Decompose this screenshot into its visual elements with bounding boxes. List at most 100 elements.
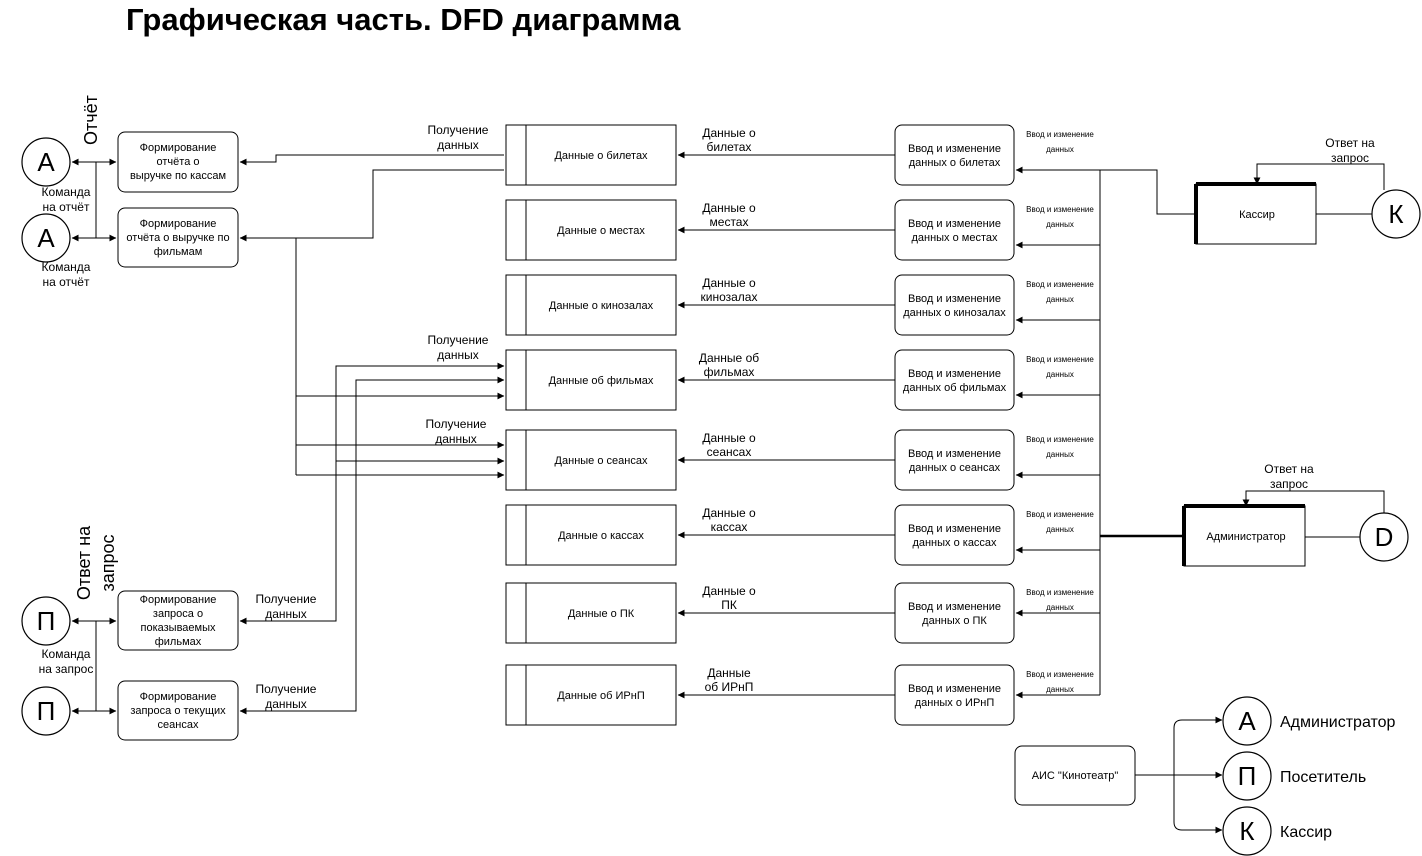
edit-process-label: Ввод и изменение bbox=[908, 523, 1001, 535]
process-label: фильмах bbox=[155, 636, 202, 648]
edit-flow-label: Ввод и изменение bbox=[1026, 588, 1094, 597]
edit-flow-label: Ввод и изменение bbox=[1026, 670, 1094, 679]
data-store: Данные о местах bbox=[505, 199, 677, 261]
retrieval-label: Получение bbox=[428, 123, 489, 137]
process-query-films: Формирование запроса о показываемых филь… bbox=[117, 590, 239, 651]
edit-process: Ввод и изменение данных о билетах bbox=[894, 124, 1015, 186]
process-query-sessions: Формирование запроса о текущих сеансах bbox=[117, 680, 239, 741]
cashier-circle: К bbox=[1371, 189, 1421, 239]
left-retrieval-flows bbox=[239, 154, 505, 715]
process-label: отчёта о выручке по bbox=[126, 232, 229, 244]
store-flow-label: Данные bbox=[707, 666, 751, 680]
edit-process-label: данных о билетах bbox=[909, 157, 1001, 169]
process-label: Формирование bbox=[140, 142, 217, 154]
retrieval-label: Получение bbox=[426, 417, 487, 431]
store-flow-label: Данные о bbox=[702, 431, 756, 445]
answer-label-line1: Ответ на bbox=[74, 525, 94, 600]
edit-flow-label: Ввод и изменение bbox=[1026, 280, 1094, 289]
data-store: Данные об фильмах bbox=[505, 349, 677, 411]
legend-label: Администратор bbox=[1280, 714, 1396, 731]
edit-process-label: Ввод и изменение bbox=[908, 683, 1001, 695]
cashier-entity-box: Кассир bbox=[1194, 182, 1317, 245]
process-label: запроса о bbox=[153, 608, 203, 620]
edit-flow-label: Ввод и изменение bbox=[1026, 205, 1094, 214]
legend-letter: К bbox=[1239, 816, 1254, 846]
edit-process-label: данных о кассах bbox=[912, 537, 997, 549]
process-report-films: Формирование отчёта о выручке по фильмам bbox=[117, 207, 239, 268]
data-store: Данные о кассах bbox=[505, 504, 677, 566]
admin-answer-flow bbox=[1242, 490, 1385, 513]
store-flow-label: Данные о bbox=[702, 276, 756, 290]
edit-process-label: Ввод и изменение bbox=[908, 601, 1001, 613]
edit-process-label: данных о местах bbox=[911, 232, 998, 244]
edit-flow-label: Ввод и изменение bbox=[1026, 435, 1094, 444]
cashier-answer-flow bbox=[1253, 163, 1385, 190]
retrieval-label: данных bbox=[435, 432, 477, 446]
process-label: сеансах bbox=[158, 719, 199, 731]
edit-process-label: данных о ИРнП bbox=[915, 697, 995, 709]
command-label: Команда bbox=[42, 647, 91, 661]
legend-item-admin: А Администратор bbox=[1222, 696, 1396, 746]
process-label: выручке по кассам bbox=[130, 170, 226, 182]
page-title: Графическая часть. DFD диаграмма bbox=[126, 2, 681, 37]
admin-label: Администратор bbox=[1206, 531, 1285, 543]
process-label: Формирование bbox=[140, 691, 217, 703]
edit-process: Ввод и изменение данных о кассах bbox=[894, 504, 1015, 566]
store-flow-label: Данные о bbox=[702, 126, 756, 140]
edit-flow-label: Ввод и изменение bbox=[1026, 130, 1094, 139]
store-flow-label: Данные о bbox=[702, 201, 756, 215]
entity-letter: А bbox=[37, 223, 55, 253]
data-store-label: Данные о кинозалах bbox=[549, 300, 654, 312]
store-flow-label: об ИРнП bbox=[705, 680, 754, 694]
process-label: Формирование bbox=[140, 218, 217, 230]
data-store-label: Данные о билетах bbox=[554, 150, 648, 162]
store-flow-label: Данные об bbox=[699, 351, 759, 365]
legend-connectors bbox=[1135, 716, 1223, 834]
edit-flow-label: данных bbox=[1046, 370, 1074, 379]
retrieval-label: данных bbox=[437, 138, 479, 152]
command-label: на отчёт bbox=[43, 200, 90, 214]
edit-process-label: Ввод и изменение bbox=[908, 368, 1001, 380]
edit-process-label: данных об фильмах bbox=[903, 382, 1007, 394]
legend-letter: П bbox=[1238, 761, 1257, 791]
admin-answer-label: запрос bbox=[1270, 477, 1308, 491]
command-label: Команда bbox=[42, 185, 91, 199]
process-label: показываемых bbox=[141, 622, 216, 634]
edit-process-label: Ввод и изменение bbox=[908, 143, 1001, 155]
process-label: Формирование bbox=[140, 594, 217, 606]
edit-flow-label: Ввод и изменение bbox=[1026, 510, 1094, 519]
edit-flow-label: данных bbox=[1046, 525, 1074, 534]
data-store-label: Данные о кассах bbox=[558, 530, 644, 542]
answer-label-line2: запрос bbox=[98, 534, 118, 591]
edit-flow-label: Ввод и изменение bbox=[1026, 355, 1094, 364]
data-store: Данные о ПК bbox=[505, 582, 677, 644]
data-store: Данные о билетах bbox=[505, 124, 677, 186]
process-report-cashbox: Формирование отчёта о выручке по кассам bbox=[117, 131, 239, 193]
retrieval-label: данных bbox=[265, 697, 307, 711]
store-flow-label: фильмах bbox=[704, 365, 755, 379]
retrieval-label: Получение bbox=[256, 682, 317, 696]
entity-letter: П bbox=[37, 606, 56, 636]
edit-process: Ввод и изменение данных о ИРнП bbox=[894, 664, 1015, 726]
entity-visitor-2: П bbox=[21, 686, 71, 736]
legend-label: Посетитель bbox=[1280, 769, 1366, 786]
retrieval-label: данных bbox=[437, 348, 479, 362]
legend-item-visitor: П Посетитель bbox=[1222, 751, 1366, 801]
edit-process-label: данных о ПК bbox=[922, 615, 987, 627]
cashier-answer-label: Ответ на bbox=[1325, 136, 1375, 150]
edit-process-label: Ввод и изменение bbox=[908, 448, 1001, 460]
legend-system-box: АИС "Кинотеатр" bbox=[1014, 745, 1136, 806]
command-label: на отчёт bbox=[43, 275, 90, 289]
data-store: Данные о кинозалах bbox=[505, 274, 677, 336]
store-flow-label: местах bbox=[710, 215, 749, 229]
entity-letter: П bbox=[37, 696, 56, 726]
legend-system-label: АИС "Кинотеатр" bbox=[1032, 770, 1119, 782]
entity-visitor-1: П bbox=[21, 596, 71, 646]
data-store-label: Данные об фильмах bbox=[549, 375, 654, 387]
admin-circle: D bbox=[1359, 512, 1409, 562]
